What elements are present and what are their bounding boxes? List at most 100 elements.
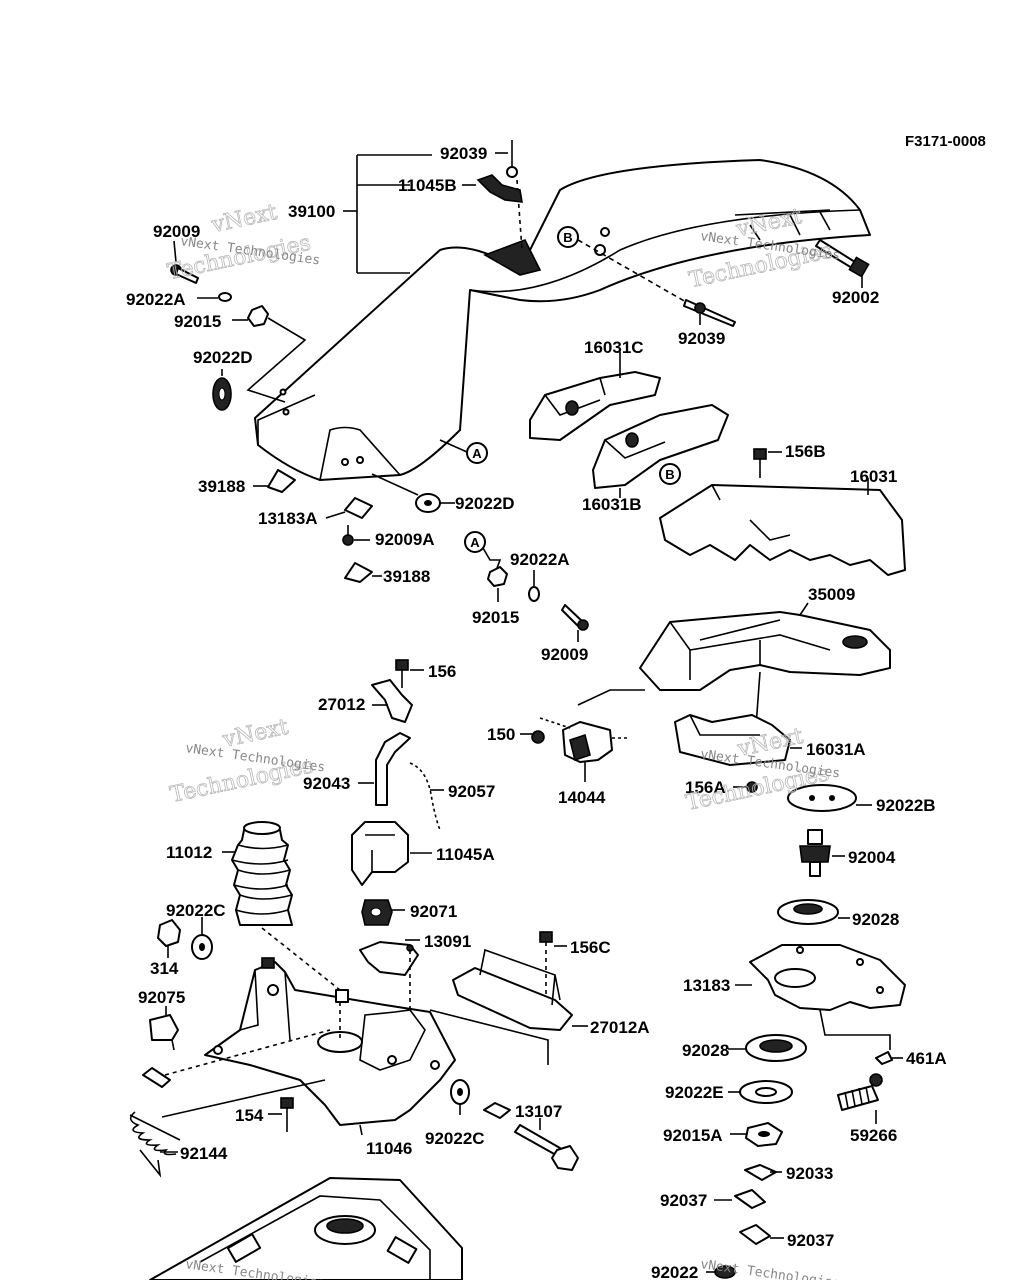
label-92028-top: 92028	[852, 910, 899, 929]
lever-92043	[358, 732, 411, 806]
label-27012A: 27012A	[590, 1018, 650, 1037]
label-11046: 11046	[366, 1139, 412, 1158]
base-11046	[204, 927, 456, 1136]
chain-92057	[409, 762, 441, 831]
label-92004: 92004	[848, 848, 896, 867]
bracket-39188-b	[344, 562, 382, 583]
cover-16031B	[592, 404, 729, 498]
label-35009: 35009	[808, 585, 855, 604]
nut-92015-mid	[487, 566, 508, 587]
label-92022-bottom: 92022	[651, 1263, 698, 1280]
label-92022A-mid: 92022A	[510, 550, 570, 569]
label-14044: 14044	[558, 788, 606, 807]
label-39188-b: 39188	[383, 567, 430, 586]
label-11012: 11012	[166, 843, 212, 862]
label-92009-mid: 92009	[541, 645, 588, 664]
housing-39100	[254, 159, 871, 481]
bushing-92028-bottom	[728, 1034, 807, 1062]
label-11045A: 11045A	[436, 845, 495, 864]
label-13183: 13183	[683, 976, 730, 995]
label-156C: 156C	[570, 938, 611, 957]
plate-27012A	[429, 948, 588, 1065]
pin-461A	[875, 1051, 893, 1065]
label-461A: 461A	[906, 1049, 947, 1068]
bottom-plate-partial	[149, 1177, 463, 1280]
gasket-92022B	[787, 784, 872, 812]
bracket-39100	[356, 154, 432, 274]
label-92033: 92033	[786, 1164, 833, 1183]
label-156B: 156B	[785, 442, 826, 461]
label-92037-b: 92037	[787, 1231, 834, 1250]
label-150: 150	[487, 725, 515, 744]
label-154: 154	[235, 1106, 264, 1125]
callout-A-housing: A	[472, 446, 482, 461]
bolt-156B	[753, 448, 782, 478]
label-92022C-left: 92022C	[166, 901, 226, 920]
label-92015-top: 92015	[174, 312, 221, 331]
label-92075: 92075	[138, 988, 185, 1007]
label-11045B: 11045B	[398, 176, 457, 195]
label-92002: 92002	[832, 288, 879, 307]
cover-16031	[659, 478, 906, 576]
label-92028-bottom: 92028	[682, 1041, 729, 1060]
screw-150	[531, 730, 545, 744]
bushing-92028-top	[777, 899, 850, 925]
bracket-27012	[371, 679, 413, 723]
grommet-92022D-left	[212, 369, 232, 411]
bolt-156C	[539, 931, 567, 1000]
fitting-92004	[799, 829, 845, 877]
bolt-92009-mid	[561, 604, 589, 642]
grommet-92071	[361, 899, 405, 926]
plate-13183A	[325, 497, 373, 519]
label-92022E: 92022E	[665, 1083, 724, 1102]
bolt-92009A	[342, 525, 370, 546]
label-92015-mid: 92015	[472, 608, 519, 627]
label-92009A: 92009A	[375, 530, 435, 549]
bolt-92002	[815, 239, 870, 288]
valve-59266	[837, 1073, 883, 1124]
label-92015A: 92015A	[663, 1126, 723, 1145]
label-13107: 13107	[515, 1102, 562, 1121]
label-27012: 27012	[318, 695, 365, 714]
label-92022C-bottom: 92022C	[425, 1129, 485, 1148]
label-92022D-mid: 92022D	[455, 494, 515, 513]
label-92071: 92071	[410, 902, 457, 921]
label-92039-top: 92039	[440, 144, 487, 163]
cover-16031C	[529, 352, 661, 441]
label-16031C: 16031C	[584, 338, 644, 357]
label-92043: 92043	[303, 774, 350, 793]
label-92144: 92144	[180, 1144, 228, 1163]
callout-A-lower: A	[470, 535, 480, 550]
label-13183A: 13183A	[258, 509, 318, 528]
callout-B-16031B: B	[665, 467, 674, 482]
bolt-154	[268, 1097, 294, 1132]
shaft-13107	[483, 1102, 579, 1171]
plate-13183	[735, 944, 906, 1050]
knob-92075	[149, 1006, 179, 1051]
cover-16031A	[674, 714, 802, 766]
label-92039-mid: 92039	[678, 329, 725, 348]
label-39100: 39100	[288, 202, 335, 221]
label-156A: 156A	[685, 778, 726, 797]
frame-35009	[577, 602, 891, 741]
clip-11045B	[462, 174, 523, 203]
pin-92039-mid	[683, 299, 736, 327]
spring-92144	[129, 1029, 331, 1178]
label-92022D-left: 92022D	[193, 348, 253, 367]
bracket-13091	[359, 939, 420, 1008]
bolt-92009-top	[170, 240, 199, 284]
nut-314	[157, 919, 181, 947]
label-92057: 92057	[448, 782, 495, 801]
boot-11012	[222, 821, 293, 926]
label-92009-top: 92009	[153, 222, 200, 241]
label-16031A: 16031A	[806, 740, 866, 759]
bracket-14044	[539, 717, 630, 782]
label-16031B: 16031B	[582, 495, 642, 514]
screw-156A	[746, 781, 758, 793]
clamp-92037-a	[734, 1189, 766, 1209]
bracket-39188-a	[253, 469, 296, 493]
label-13091: 13091	[424, 932, 471, 951]
nut-92015-top	[232, 305, 307, 403]
washer-92022A-mid	[528, 586, 540, 602]
